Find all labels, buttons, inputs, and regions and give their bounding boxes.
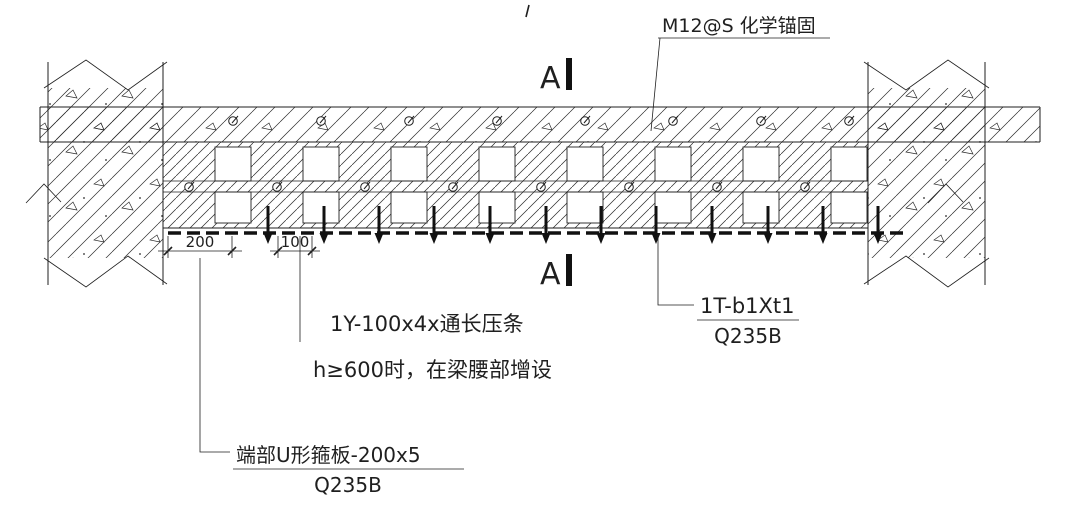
anchor-bolt-icon: [228, 115, 239, 126]
break-line: [863, 59, 990, 91]
anchor-bolt-icon: [844, 115, 855, 126]
anchor-label: M12@S 化学锚固: [662, 15, 816, 37]
dimension-200: 200: [158, 233, 242, 258]
leader-line: [199, 258, 230, 453]
annotation-batten: 1Y-100x4x通长压条 h≥600时，在梁腰部增设: [299, 236, 552, 382]
section-letter: A: [540, 257, 561, 292]
left-column: [25, 59, 168, 288]
beam-gap-panel: [302, 191, 340, 224]
break-line: [43, 59, 168, 91]
beam-gap-panel: [390, 191, 428, 224]
beam-gap-panel: [654, 146, 692, 182]
beam-gap-panel: [214, 146, 252, 182]
beam-gap-panel: [742, 191, 780, 224]
leader-line: [650, 37, 661, 132]
annotation-bottom-plate: 1T-b1Xt1 Q235B: [657, 234, 799, 348]
beam-gap-panel: [390, 146, 428, 182]
break-line: [25, 183, 62, 204]
anchor-bolt-icon: [536, 181, 547, 192]
anchor-bolt-icon: [316, 115, 327, 126]
anchor-bolt-icon: [492, 115, 503, 126]
anchor-bolt-icon: [668, 115, 679, 126]
beam-gap-panel: [478, 146, 516, 182]
end-u-plate-grade: Q235B: [314, 473, 382, 497]
beam-gap-panel: [654, 191, 692, 224]
anchor-bolt-icon: [624, 181, 635, 192]
dimension-tick: [163, 246, 173, 256]
bottom-plate-grade: Q235B: [714, 324, 782, 348]
anchor-bolt-icon: [448, 181, 459, 192]
section-cut-bar: [566, 58, 572, 90]
section-cut-bar: [566, 254, 572, 286]
batten-note: h≥600时，在梁腰部增设: [313, 358, 552, 382]
leader-line: [657, 234, 694, 306]
dimension-tick: [227, 246, 237, 256]
beam-gap-panel: [742, 146, 780, 182]
beam-gap-panel: [830, 191, 868, 224]
dimension-value: 200: [186, 233, 215, 251]
break-line: [863, 255, 990, 288]
beam-gap-panel: [302, 146, 340, 182]
beam-gap-panel: [214, 191, 252, 224]
anchor-bolt-icon: [404, 115, 415, 126]
anchor-bolt-icon: [712, 181, 723, 192]
annotation-end-u-plate: 端部U形箍板-200x5 Q235B: [199, 258, 464, 497]
section-marker-top: A: [540, 58, 572, 96]
end-u-plate-label: 端部U形箍板-200x5: [236, 443, 421, 467]
anchor-bolt-icon: [800, 181, 811, 192]
bottom-plate-label: 1T-b1Xt1: [700, 294, 795, 318]
anchor-bolt-icon: [360, 181, 371, 192]
beam-gap-panel: [830, 146, 868, 182]
dimension-tick: [273, 246, 283, 256]
break-line: [43, 255, 168, 288]
dimension-value: 100: [281, 233, 310, 251]
batten-label: 1Y-100x4x通长压条: [330, 312, 524, 336]
break-line: [927, 183, 964, 204]
anchor-bolt-icon: [272, 181, 283, 192]
beam-elevation: [163, 115, 868, 229]
beam-gap-panel: [566, 191, 604, 224]
anchor-bolt-icon: [184, 181, 195, 192]
anchor-bolt-icon: [756, 115, 767, 126]
column-hatch: [48, 88, 163, 258]
section-letter: A: [540, 61, 561, 96]
annotation-anchor: M12@S 化学锚固: [650, 15, 830, 132]
centerline-tick: [525, 4, 530, 18]
anchor-bolt-icon: [580, 115, 591, 126]
dimension-100: 100: [270, 233, 320, 258]
section-marker-bottom: A: [540, 254, 572, 292]
column-hatch: [868, 88, 985, 258]
beam-gap-panel: [566, 146, 604, 182]
beam-gap-panel: [478, 191, 516, 224]
dimension-tick: [307, 246, 317, 256]
right-column: [863, 59, 990, 288]
